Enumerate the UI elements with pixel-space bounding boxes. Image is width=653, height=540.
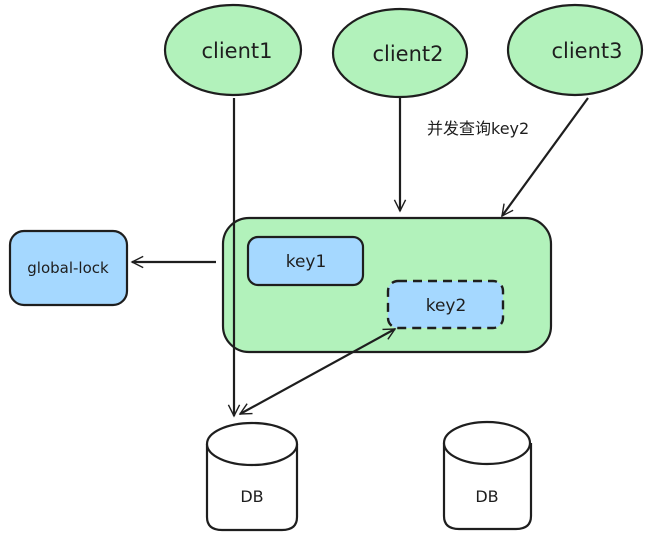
- client3-to-cache-arrow: [502, 97, 589, 216]
- client2-label: client2: [372, 42, 443, 66]
- key1-label: key1: [286, 252, 327, 272]
- key1-node[interactable]: key1: [246, 235, 365, 287]
- global-lock-node[interactable]: global-lock: [8, 229, 129, 307]
- db1-node[interactable]: DB: [205, 421, 299, 532]
- db2-node[interactable]: DB: [442, 420, 533, 531]
- client3-node[interactable]: client3: [506, 3, 644, 97]
- client1-node[interactable]: client1: [163, 3, 303, 97]
- concurrent-query-annotation: 并发查询key2: [427, 119, 529, 138]
- key2-node[interactable]: key2: [386, 279, 505, 330]
- db1-label: DB: [240, 487, 263, 506]
- client1-label: client1: [201, 39, 272, 63]
- global-lock-label: global-lock: [27, 259, 109, 277]
- client3-label: client3: [551, 39, 622, 63]
- client2-node[interactable]: client2: [331, 7, 469, 99]
- key2-label: key2: [426, 296, 467, 316]
- db2-label: DB: [475, 487, 498, 506]
- db-key2-bidirectional-arrow: [240, 328, 395, 415]
